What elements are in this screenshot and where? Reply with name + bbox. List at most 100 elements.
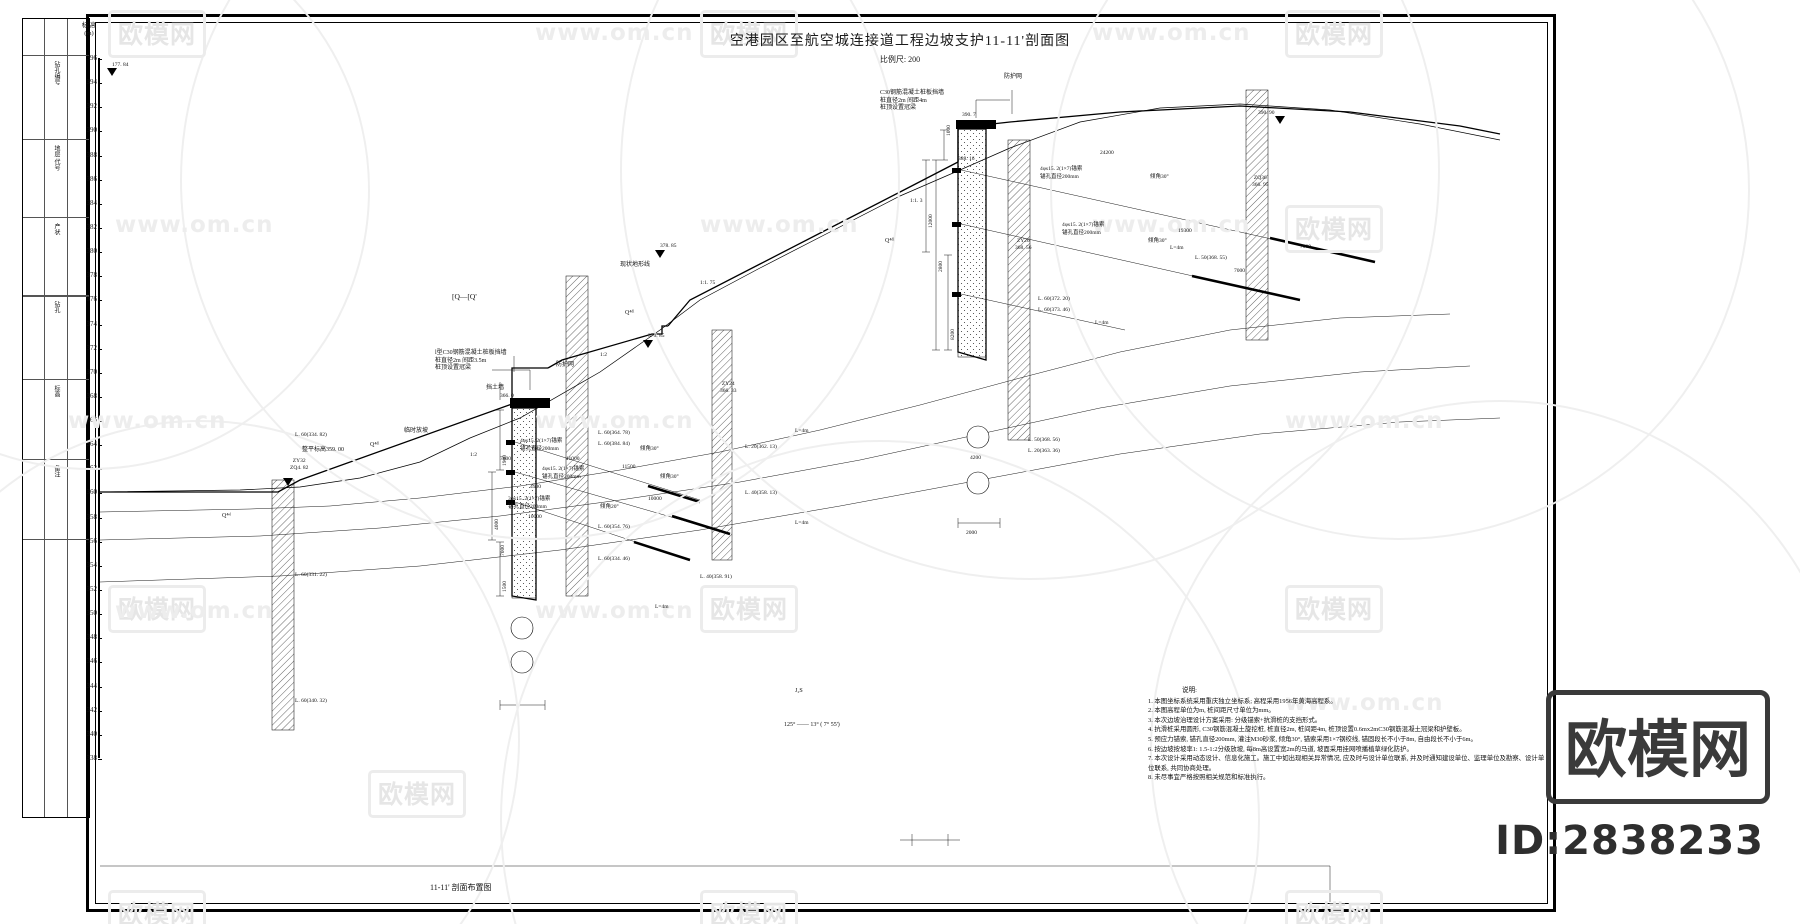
notes-item-1: 1. 本图坐标系统采用重庆独立坐标系; 高程采用1956年黄海高程系。 (1148, 697, 1337, 705)
slope-ratio-label: L=4m (655, 604, 669, 610)
legend-row-divider (23, 459, 89, 460)
left-wall-callout: l型C30钢筋混凝土桩板挡墙 桩直径2m 间距3.5m 桩顶设置冠梁 (435, 350, 507, 373)
left-retaining-label: 挡土墙 (486, 385, 505, 391)
elevation-tick-372: 372 (77, 344, 102, 352)
right-wall-top-elev: 390. 7 (962, 112, 976, 118)
azimuth-label: 125° —— 13° ( 7° 55') (784, 722, 840, 728)
slope-ratio-label: L=4m (795, 520, 809, 526)
legend-cell: 地层 代号 (53, 145, 59, 171)
point-label: L. 40(358. 13) (745, 490, 777, 496)
elevation-tick-380: 380 (77, 247, 102, 255)
strata-label: 现状地形线 (620, 262, 651, 268)
point-label: L. 20(363. 36) (1028, 448, 1060, 454)
left-anchor-2-spec: 4φs15. 2(1×7)锚索 (542, 466, 585, 472)
elevation-tick-352: 352 (77, 585, 102, 593)
elevation-tick-388: 388 (77, 151, 102, 159)
left-anchor-3-angle: 倾角20° (600, 504, 619, 510)
right-anchor-2-bond: 7000 (1234, 268, 1245, 274)
notes-item-8: 8. 未尽事宜严格按照相关规范和标准执行。 (1148, 774, 1270, 782)
elevation-tick-390: 390 (77, 126, 102, 134)
page-title: 空港园区至航空城连接道工程边坡支护11-11'剖面图 (729, 34, 1071, 49)
left-anchor-3-spec: 3φs15. 2(1×7)锚索 (508, 496, 551, 502)
right-anchor-2-angle: 倾角30° (1148, 238, 1167, 244)
elevation-axis-header: 标 高(m) (81, 22, 97, 37)
strata-label: Q⁴ᵈˡ (885, 238, 895, 244)
left-borehole-columns (271, 275, 733, 731)
right-dim-1000: 1000 (946, 125, 952, 136)
elevation-tick-338: 338 (77, 754, 102, 762)
strata-label: Q⁴ᵈˡ (625, 310, 635, 316)
left-anchor-3-free: 10000 (528, 514, 542, 520)
borehole-id: ZY26 (1016, 238, 1030, 244)
legend-row-divider (23, 539, 89, 540)
point-label: L. 50(368. 55) (1195, 255, 1227, 261)
borehole-elev: 366. 33 (720, 388, 737, 394)
legend-cell: 钻孔 (53, 301, 59, 313)
elevation-tick-356: 356 (77, 537, 102, 545)
legend-row-divider (23, 295, 89, 297)
notes-item-4: 4. 抗滑桩采用圆形, C30钢筋混凝土旋挖桩, 桩直径2m, 桩间距4m, 桩… (1148, 726, 1466, 734)
elevation-tick-344: 344 (77, 682, 102, 690)
legend-table: 钻孔编号 地层 代号 产状 钻孔 标高 备注 (22, 18, 90, 818)
right-anchor-1-angle: 倾角30° (1150, 174, 1169, 180)
temp-slope-label: 临时放坡 (404, 428, 429, 434)
left-wall-callout-line2: 桩直径2m 间距3.5m (435, 357, 487, 364)
elevation-tick-342: 342 (77, 706, 102, 714)
point-label: 177. 84 (112, 62, 129, 68)
watermark-id: ID:2838233 (1495, 818, 1764, 864)
point-label: 378. 85 (660, 243, 677, 249)
left-anchor-3-bond: 10000 (648, 496, 662, 502)
notes-block: 说明: 1. 本图坐标系统采用重庆独立坐标系; 高程采用1956年黄海高程系。 2… (1148, 686, 1548, 783)
elevation-tick-364: 364 (77, 440, 102, 448)
right-dimension-lines (922, 129, 952, 351)
footer-label: 11-11' 剖面布置图 (430, 883, 492, 892)
right-anchor-1-hole: 锚孔直径200mm (1040, 174, 1079, 180)
elevation-tick-348: 348 (77, 633, 102, 641)
elevation-tick-370: 370 (77, 368, 102, 376)
elevation-markers-right (1275, 116, 1285, 124)
notes-title: 说明: (1182, 687, 1198, 694)
right-anchor-1-bond: 7000 (1300, 244, 1311, 250)
right-dim-2000: 2000 (966, 530, 977, 536)
notes-item-2: 2. 本图高程单位为m, 桩间距尺寸单位为mm。 (1148, 707, 1275, 715)
elevation-tick-360: 360 (77, 488, 102, 496)
right-wall-callout-line1: C30钢筋混凝土桩板挡墙 (880, 90, 945, 96)
strata-label: J₂S (795, 688, 803, 694)
elevation-tick-382: 382 (77, 223, 102, 231)
left-dim-4000: 4000 (494, 519, 500, 530)
elevation-tick-386: 386 (77, 175, 102, 183)
left-anchor-2-hole: 锚孔直径200mm (542, 474, 581, 480)
notes-list: 1. 本图坐标系统采用重庆独立坐标系; 高程采用1956年黄海高程系。 2. 本图… (1148, 697, 1548, 783)
elevation-tick-346: 346 (77, 657, 102, 665)
right-anchor-2-hole: 锚孔直径200mm (1062, 230, 1101, 236)
legend-cell: 产状 (53, 223, 59, 235)
left-anchor-1-hole: 锚孔直径200mm (520, 446, 559, 452)
azimuth-marker (900, 834, 960, 846)
elevation-tick-396: 396 (77, 54, 102, 62)
elevation-tick-350: 350 (77, 609, 102, 617)
right-dim-4200: 4200 (970, 455, 981, 461)
left-dimension-lines (488, 409, 504, 597)
left-protect-net-label: 防护网 (556, 362, 575, 368)
left-anchor-group (514, 441, 731, 562)
point-label: L. 40(358. 91) (700, 574, 732, 580)
drawing-frame-outer (86, 14, 1556, 912)
borehole-id: ZY32 (292, 458, 306, 464)
slope-ratio-label: 1:1. 3 (910, 198, 923, 204)
borehole-elev: 368. 56 (1015, 245, 1032, 251)
ground-level-label: 整平标高359. 00 (302, 447, 345, 453)
callout-leaders (492, 90, 1013, 400)
left-borehole-symbols (499, 616, 546, 710)
legend-column-2 (45, 19, 68, 817)
elevation-tick-384: 384 (77, 199, 102, 207)
notes-item-5: 5. 预应力锚索, 锚孔直径200mm, 灌注M30砂浆, 倾角30°, 锚索采… (1148, 735, 1477, 743)
elevation-tick-376: 376 (77, 295, 102, 303)
left-wall-callout-line1: l型C30钢筋混凝土桩板挡墙 (435, 350, 507, 356)
legend-cell: 钻孔编号 (53, 61, 59, 85)
point-label: L. 50(368. 56) (1028, 437, 1060, 443)
right-wall-callout: C30钢筋混凝土桩板挡墙 桩直径2m 间距4m 桩顶设置冠梁 (880, 90, 944, 113)
